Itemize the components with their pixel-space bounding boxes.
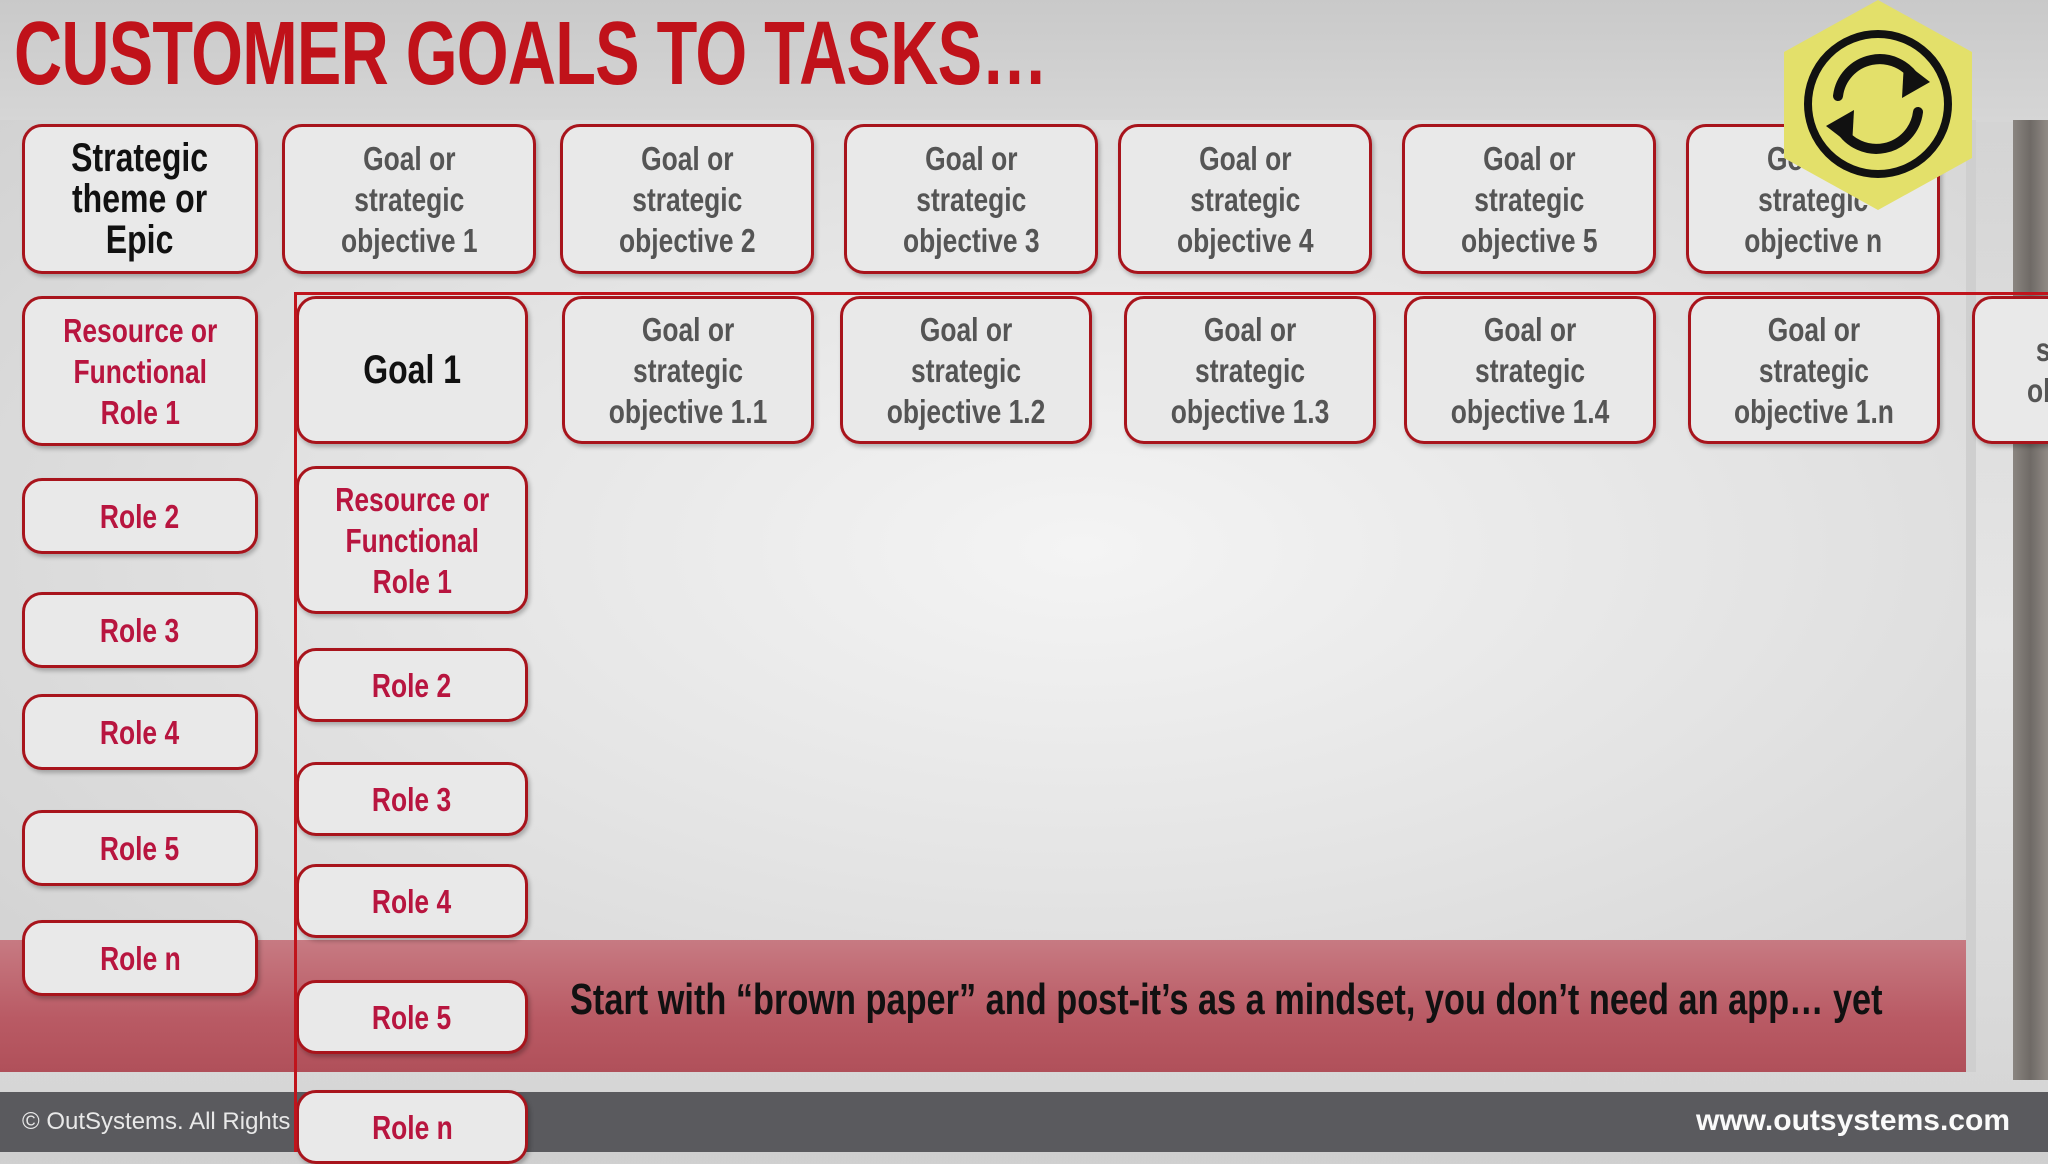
goal-card-4[interactable]: Goal or strategic objective 4 <box>1118 124 1372 274</box>
objective-1-2-card[interactable]: Goal or strategic objective 1.2 <box>840 296 1092 444</box>
goal1-role-2-card[interactable]: Role 2 <box>296 648 528 722</box>
goal1-role-3-card[interactable]: Role 3 <box>296 762 528 836</box>
title-band <box>0 0 2048 122</box>
goal-card-2[interactable]: Goal or strategic objective 2 <box>560 124 814 274</box>
refresh-cycle-icon <box>1784 0 1972 210</box>
objective-1-4-card[interactable]: Goal or strategic objective 1.4 <box>1404 296 1656 444</box>
left-role-n-card[interactable]: Role n <box>22 920 258 996</box>
copyright-text: © OutSystems. All Rights I <box>22 1108 304 1135</box>
goal1-role-5-card[interactable]: Role 5 <box>296 980 528 1054</box>
objective-1-1-card[interactable]: Goal or strategic objective 1.1 <box>562 296 814 444</box>
goal-card-1[interactable]: Goal or strategic objective 1 <box>282 124 536 274</box>
goal-card-5[interactable]: Goal or strategic objective 5 <box>1402 124 1656 274</box>
objective-partial-card[interactable]: s ob <box>1972 296 2048 444</box>
left-role-2-card[interactable]: Role 2 <box>22 478 258 554</box>
role-column-divider <box>294 292 297 1152</box>
goal-card-3[interactable]: Goal or strategic objective 3 <box>844 124 1098 274</box>
left-role-4-card[interactable]: Role 4 <box>22 694 258 770</box>
left-role-5-card[interactable]: Role 5 <box>22 810 258 886</box>
refresh-badge[interactable] <box>1784 0 1972 210</box>
left-role-1-card[interactable]: Resource or Functional Role 1 <box>22 296 258 446</box>
goal-row-divider <box>296 292 2048 295</box>
banner-text: Start with “brown paper” and post-it’s a… <box>570 975 1883 1024</box>
goal1-role-4-card[interactable]: Role 4 <box>296 864 528 938</box>
slide-title: CUSTOMER GOALS TO TASKS… <box>14 4 1048 104</box>
left-role-3-card[interactable]: Role 3 <box>22 592 258 668</box>
website-link[interactable]: www.outsystems.com <box>1696 1104 2010 1137</box>
objective-1-n-card[interactable]: Goal or strategic objective 1.n <box>1688 296 1940 444</box>
goal1-role-1-card[interactable]: Resource or Functional Role 1 <box>296 466 528 614</box>
strategic-theme-card[interactable]: Strategic theme or Epic <box>22 124 258 274</box>
wall-edge <box>2013 120 2048 1080</box>
goal-1-card[interactable]: Goal 1 <box>296 296 528 444</box>
goal1-role-n-card[interactable]: Role n <box>296 1090 528 1164</box>
objective-1-3-card[interactable]: Goal or strategic objective 1.3 <box>1124 296 1376 444</box>
